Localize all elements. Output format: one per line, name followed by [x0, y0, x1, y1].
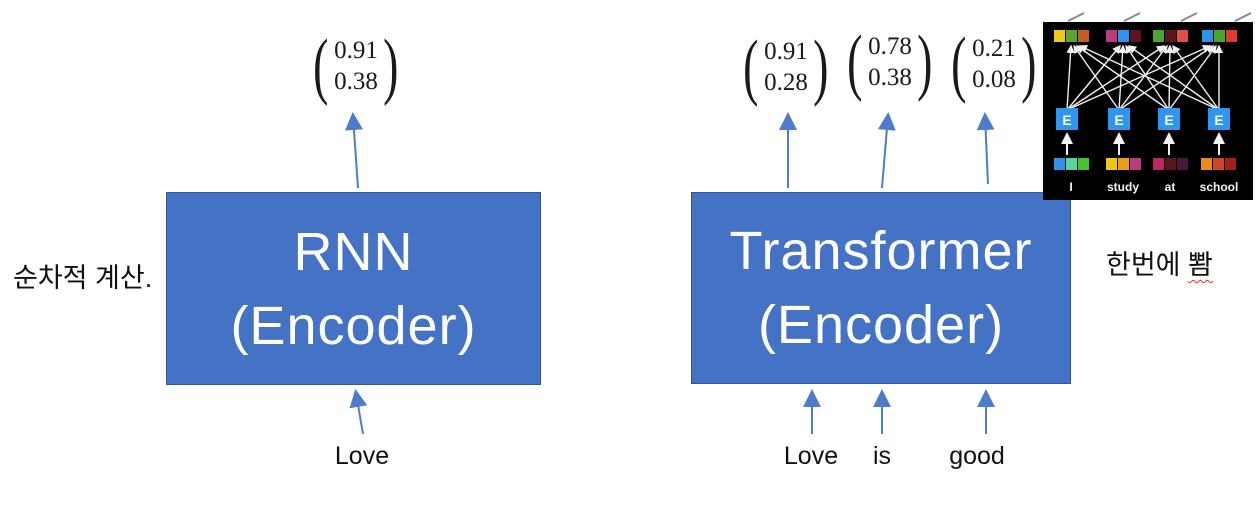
- embedding-label: E: [1114, 112, 1123, 128]
- rnn-encoder-box: RNN (Encoder): [166, 192, 541, 385]
- token-label: I: [1069, 180, 1072, 194]
- token-label: school: [1200, 180, 1239, 194]
- inset-token-labels: I study at school: [1069, 180, 1238, 194]
- inset-bottom-vectors: [1054, 158, 1236, 170]
- vector-value: 0.91: [334, 37, 378, 64]
- tf-input-word-2: is: [872, 442, 892, 470]
- transformer-box-title: Transformer: [729, 221, 1033, 281]
- right-note-prefix: 한번에: [1106, 250, 1181, 280]
- embedding-label: E: [1062, 112, 1071, 128]
- vector-value: 0.91: [764, 38, 808, 65]
- color-square: [1225, 158, 1236, 170]
- embedding-box: [1158, 108, 1180, 130]
- color-square: [1177, 158, 1188, 170]
- transformer-encoder-box: Transformer (Encoder): [691, 192, 1071, 384]
- paren-close: ): [917, 21, 933, 103]
- paren-close: ): [383, 25, 399, 107]
- embedding-box: [1208, 108, 1230, 130]
- left-note: 순차적 계산.: [13, 263, 153, 293]
- embedding-box: [1108, 108, 1130, 130]
- paren-close: ): [1021, 23, 1037, 105]
- paren-open: (: [743, 26, 759, 108]
- vector-value: 0.78: [868, 33, 912, 60]
- embedding-label: E: [1214, 112, 1223, 128]
- tf-input-word-1: Love: [783, 442, 839, 470]
- vector-value: 0.38: [334, 68, 378, 95]
- right-note-misspelled: 뽬: [1188, 250, 1213, 280]
- color-square: [1078, 158, 1089, 170]
- paren-open: (: [313, 25, 329, 107]
- paren-close: ): [813, 26, 829, 108]
- attention-inset-image: E E E E I: [1043, 12, 1253, 200]
- tf-input-word-3: good: [949, 442, 1005, 470]
- vector-value: 0.21: [972, 35, 1016, 62]
- transformer-box-subtitle: (Encoder): [757, 295, 1005, 355]
- color-square: [1153, 158, 1164, 170]
- color-square: [1202, 30, 1213, 42]
- token-label: study: [1107, 180, 1139, 194]
- rnn-input-word: Love: [334, 442, 390, 470]
- color-square: [1214, 30, 1225, 42]
- vector-value: 0.08: [972, 66, 1016, 93]
- rnn-box-subtitle: (Encoder): [230, 295, 477, 356]
- rnn-output-vector: ( 0.91 0.38 ): [308, 25, 403, 107]
- color-square: [1177, 30, 1188, 42]
- up-arrow-rnn-input: [349, 389, 368, 435]
- color-square: [1118, 30, 1129, 42]
- up-arrow-tf-output-3: [976, 112, 995, 185]
- color-square: [1201, 158, 1212, 170]
- color-square: [1226, 30, 1237, 42]
- vector-value: 0.28: [764, 69, 808, 96]
- rnn-box-title: RNN: [293, 221, 414, 282]
- color-square: [1078, 30, 1089, 42]
- color-square: [1213, 158, 1224, 170]
- top-arrow-stubs: [1067, 12, 1252, 22]
- paren-open: (: [951, 23, 967, 105]
- color-square: [1118, 158, 1129, 170]
- color-square: [1066, 30, 1077, 42]
- right-note: 한번에 뽬: [1106, 243, 1213, 282]
- embedding-boxes: E E E E: [1056, 108, 1230, 130]
- tf-output-vector-2: ( 0.78 0.38 ): [842, 21, 937, 103]
- token-label: at: [1165, 180, 1176, 194]
- input-up-arrows: [1061, 132, 1225, 155]
- tf-output-vector-1: ( 0.91 0.28 ): [738, 26, 833, 108]
- embedding-label: E: [1164, 112, 1173, 128]
- color-square: [1165, 158, 1176, 170]
- up-arrow-tf-output-2: [877, 112, 896, 189]
- up-arrow-rnn-output: [344, 112, 363, 189]
- color-square: [1054, 30, 1065, 42]
- color-square: [1066, 158, 1077, 170]
- color-square: [1153, 30, 1164, 42]
- embedding-box: [1056, 108, 1078, 130]
- color-square: [1054, 158, 1065, 170]
- vector-value: 0.38: [868, 64, 912, 91]
- color-square: [1165, 30, 1176, 42]
- color-square: [1106, 30, 1117, 42]
- paren-open: (: [847, 21, 863, 103]
- attention-arrows: [1066, 44, 1224, 111]
- inset-top-vectors: [1054, 30, 1237, 42]
- color-square: [1130, 30, 1141, 42]
- color-square: [1106, 158, 1117, 170]
- tf-output-vector-3: ( 0.21 0.08 ): [946, 23, 1041, 105]
- color-square: [1130, 158, 1141, 170]
